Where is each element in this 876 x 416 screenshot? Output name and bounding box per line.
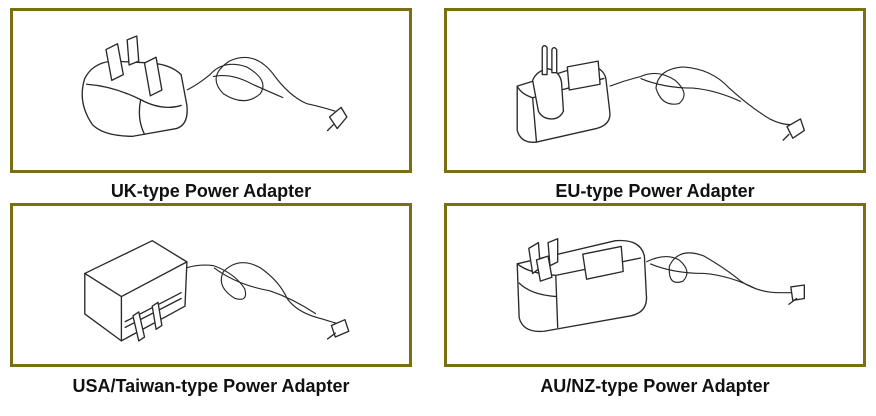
usa-adapter-caption: USA/Taiwan-type Power Adapter — [72, 376, 350, 396]
eu-plug-adapter-icon — [516, 45, 806, 143]
uk-plug-adapter-icon — [81, 35, 348, 137]
eu-adapter-panel — [444, 8, 866, 173]
eu-adapter-caption: EU-type Power Adapter — [555, 181, 755, 201]
usa-adapter-panel — [10, 203, 412, 367]
au-nz-adapter-caption: AU/NZ-type Power Adapter — [540, 376, 770, 396]
au-nz-adapter-panel — [444, 203, 866, 367]
usa-plug-adapter-icon — [84, 240, 350, 342]
uk-adapter-caption: UK-type Power Adapter — [110, 181, 312, 201]
uk-adapter-panel — [10, 8, 412, 173]
au-nz-plug-adapter-icon — [516, 238, 806, 333]
